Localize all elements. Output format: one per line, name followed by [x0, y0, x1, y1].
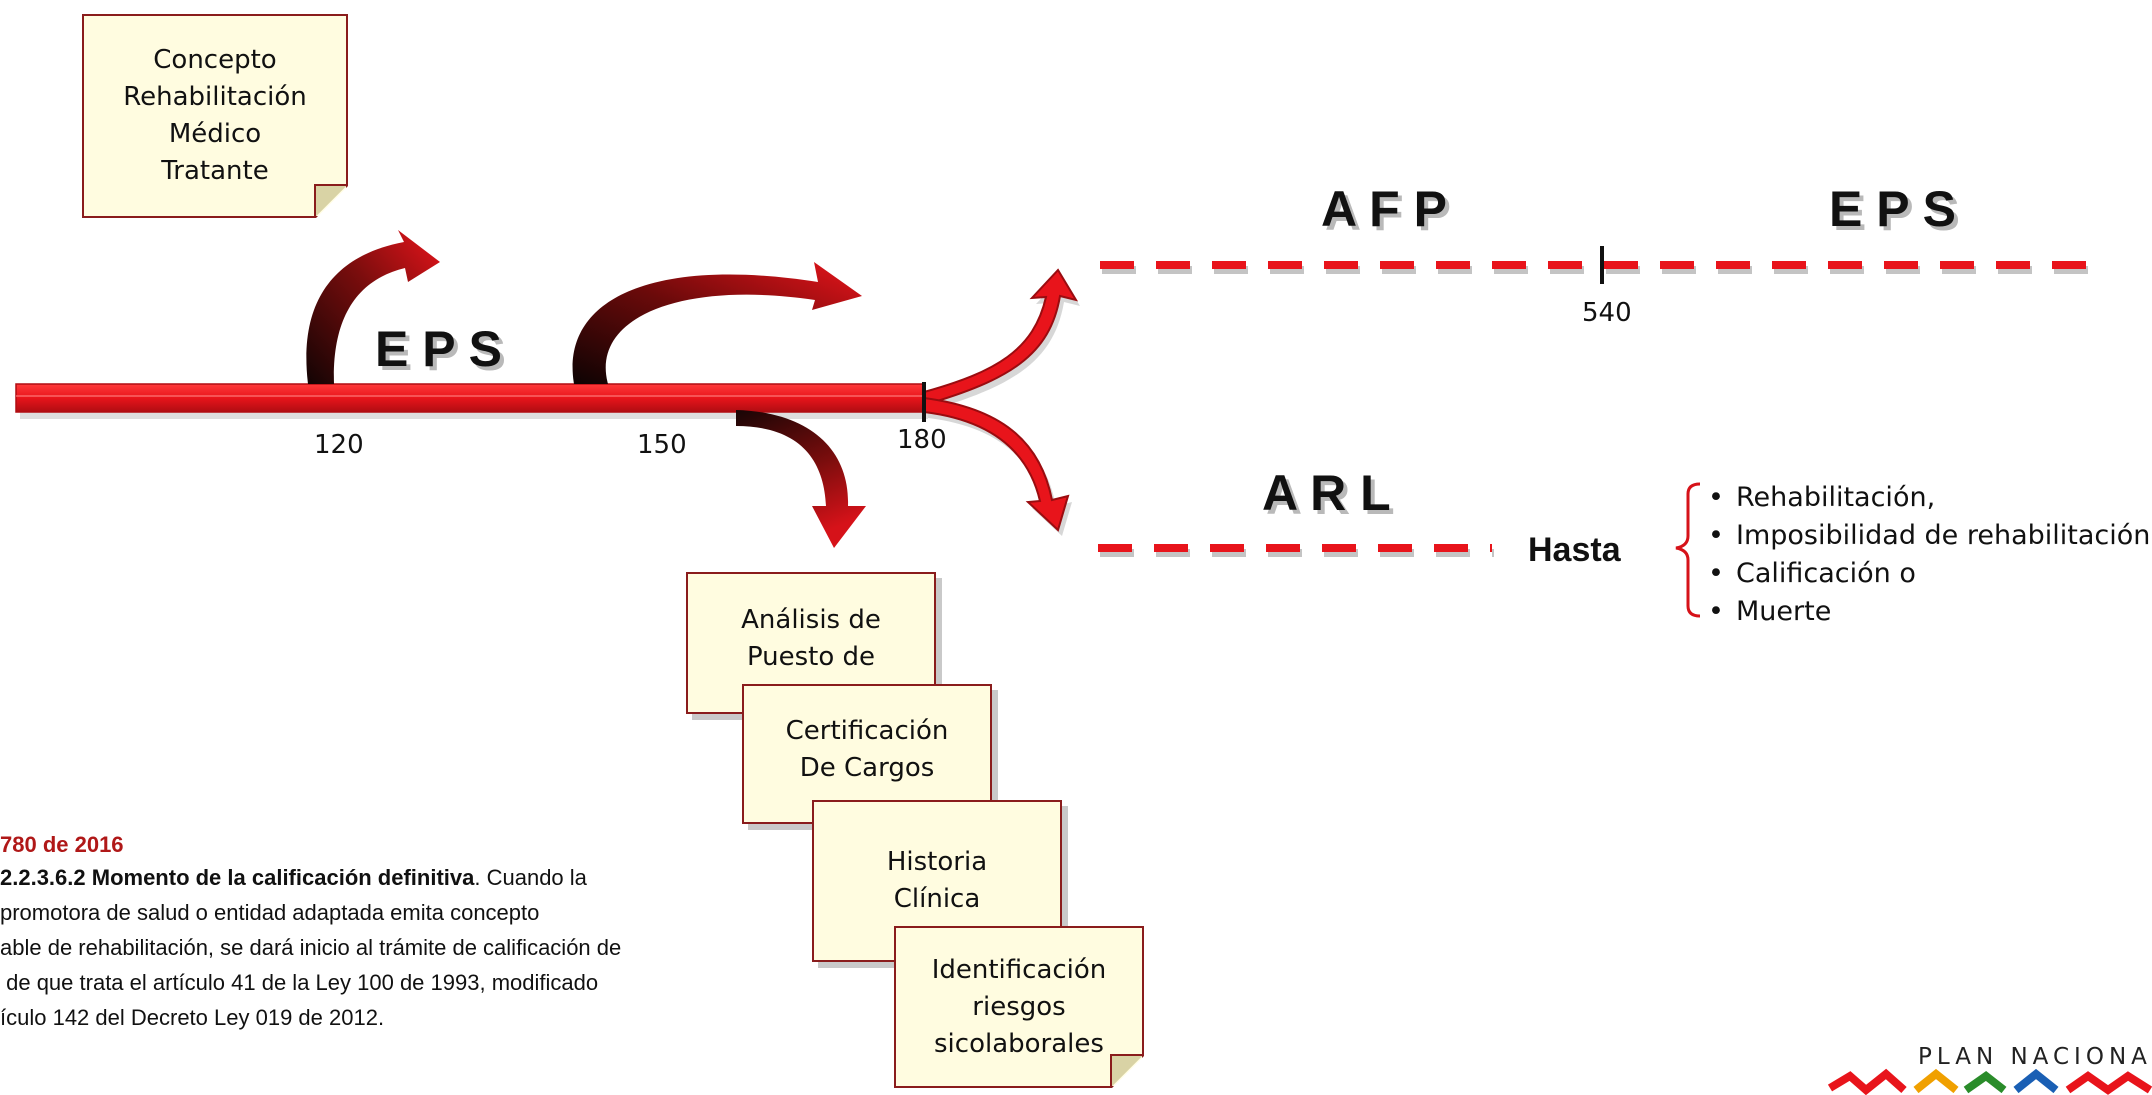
- eps-right-label-shadow: E P S: [1833, 185, 1960, 241]
- fork-arrow-down: [923, 396, 1072, 536]
- decree-line-3: able de rehabilitación, se dará inicio a…: [0, 935, 622, 960]
- note-identificacion-text: Identificación riesgos sicolaborales: [931, 954, 1107, 1059]
- main-timeline-bar: [15, 383, 928, 419]
- eps-right-label: E P S: [1829, 181, 1956, 237]
- logo-text: PLAN NACIONA: [1918, 1044, 2152, 1070]
- hasta-item-calificacion: Calificación o: [1702, 555, 2150, 593]
- decree-line-1: . Cuando la: [474, 865, 587, 890]
- note-historia-text: Historia Clínica: [886, 847, 988, 914]
- tick-label-540: 540: [1582, 298, 1632, 328]
- note-certificacion-text: Certificación De Cargos: [785, 716, 949, 783]
- fork-arrow-up: [923, 268, 1080, 411]
- afp-label-shadow: A F P: [1325, 185, 1451, 241]
- hasta-brace: [1675, 482, 1701, 618]
- hasta-item-imposibilidad: Imposibilidad de rehabilitación: [1702, 517, 2150, 555]
- down-arrow-analysis: [736, 410, 866, 548]
- afp-label: A F P: [1321, 181, 1447, 237]
- decree-line-5: ículo 142 del Decreto Ley 019 de 2012.: [0, 1005, 385, 1030]
- tick-label-180: 180: [897, 425, 947, 455]
- arl-label: A R L: [1262, 465, 1391, 521]
- decree-body: 2.2.3.6.2 Momento de la calificación def…: [0, 860, 700, 1035]
- decree-line-4: de que trata el artículo 41 de la Ley 10…: [0, 970, 599, 995]
- note-analisis-text: Análisis de Puesto de: [741, 605, 881, 672]
- decree-text-block: 780 de 2016 2.2.3.6.2 Momento de la cali…: [0, 830, 700, 1035]
- arl-label-shadow: A R L: [1266, 469, 1395, 525]
- decree-line-2: promotora de salud o entidad adaptada em…: [0, 900, 540, 925]
- hasta-conditions-list: Rehabilitación, Imposibilidad de rehabil…: [1702, 479, 2150, 631]
- hasta-item-muerte: Muerte: [1702, 593, 2150, 631]
- decree-title: 780 de 2016: [0, 832, 124, 857]
- hasta-item-rehabilitacion: Rehabilitación,: [1702, 479, 2150, 517]
- curved-arrow-120: [306, 230, 440, 384]
- plan-nacional-logo: PLAN NACIONA: [1918, 1044, 2152, 1070]
- eps-main-label-shadow: E P S: [379, 325, 506, 381]
- curved-arrow-150: [572, 262, 862, 384]
- note-concepto-text: Concepto Rehabilitación Médico Tratante: [123, 45, 307, 186]
- tick-label-150: 150: [637, 430, 687, 460]
- hasta-label: Hasta: [1528, 531, 1622, 569]
- tick-label-120: 120: [314, 430, 364, 460]
- decree-article-heading: 2.2.3.6.2 Momento de la calificación def…: [0, 865, 475, 890]
- note-identificacion-riesgos: Identificación riesgos sicolaborales: [894, 926, 1144, 1088]
- multicolor-logo-icon: [1827, 1068, 2152, 1095]
- note-concepto-rehabilitacion: Concepto Rehabilitación Médico Tratante: [82, 14, 348, 218]
- eps-main-label: E P S: [375, 321, 502, 377]
